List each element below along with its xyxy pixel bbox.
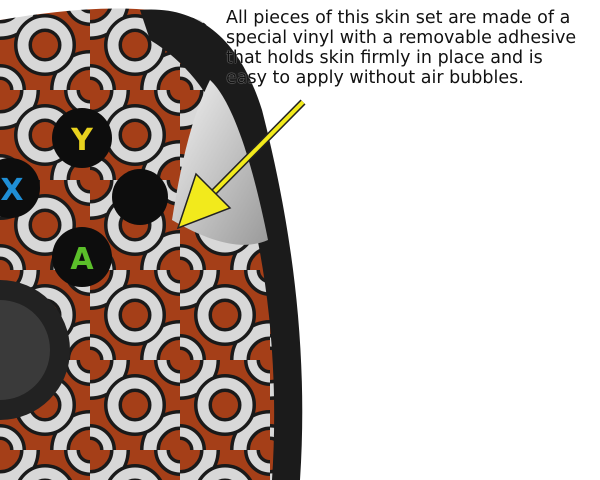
- svg-text:X: X: [0, 173, 23, 208]
- svg-text:A: A: [70, 242, 94, 277]
- svg-text:Y: Y: [70, 123, 94, 158]
- button-x: X: [0, 158, 40, 218]
- caption-line: that holds skin firmly in place and is: [226, 48, 543, 68]
- caption-line: All pieces of this skin set are made of …: [226, 8, 571, 28]
- controller-edge: [140, 9, 303, 480]
- button-a: A: [52, 227, 112, 287]
- caption-line: special vinyl with a removable adhesive: [226, 28, 577, 48]
- caption-text: All pieces of this skin set are made of …: [226, 8, 596, 88]
- arrow-icon: [176, 99, 306, 230]
- caption-line: easy to apply without air bubbles.: [226, 68, 524, 88]
- button-b: [112, 169, 168, 225]
- button-y: Y: [52, 108, 112, 168]
